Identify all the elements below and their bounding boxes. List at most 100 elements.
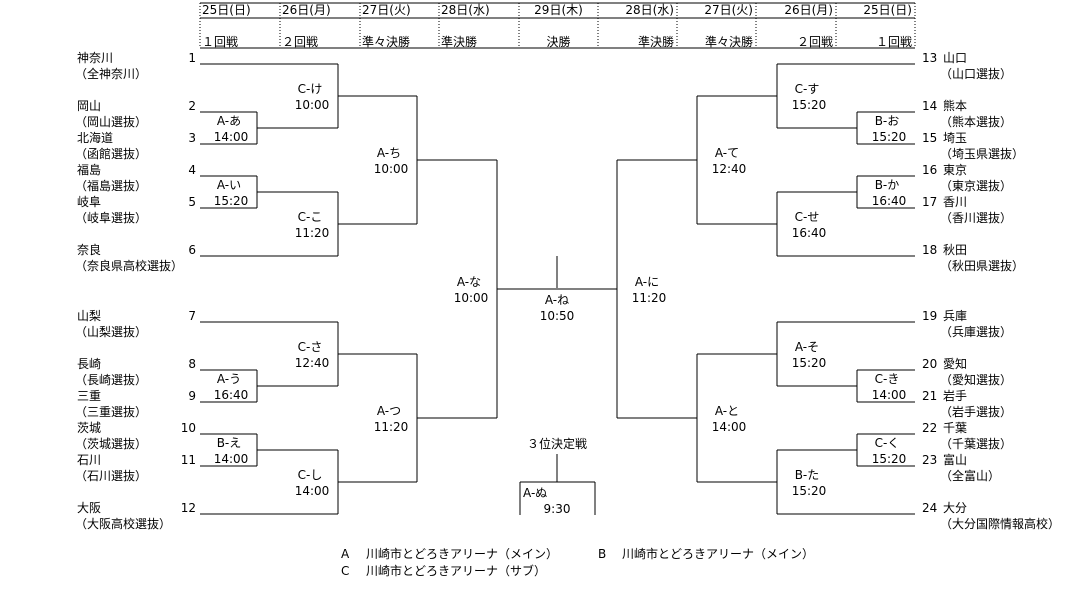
team-name: 秋田 bbox=[943, 243, 967, 257]
match-code: A-に bbox=[635, 275, 659, 289]
header-round: １回戦 bbox=[876, 35, 912, 49]
match-code: A-そ bbox=[795, 340, 819, 354]
team-entry: 石川（石川選抜）11 bbox=[75, 453, 196, 483]
team-name: 奈良 bbox=[77, 242, 101, 257]
team-entry: 19 兵庫 （兵庫選抜） bbox=[922, 309, 1012, 339]
team-subname: （東京選抜） bbox=[940, 179, 1012, 193]
match-code: B-お bbox=[875, 114, 900, 128]
team-subname: （埼玉県選抜） bbox=[940, 147, 1024, 161]
team-subname: （秋田県選抜） bbox=[940, 259, 1024, 273]
third-place-label: ３位決定戦 bbox=[527, 436, 587, 451]
team-name: 兵庫 bbox=[943, 309, 967, 323]
team-entry: 長崎（長崎選抜）8 bbox=[75, 357, 196, 387]
third-place-match-time: 9:30 bbox=[544, 502, 571, 516]
team-entry: 大阪（大阪高校選抜）12 bbox=[75, 501, 196, 531]
team-seed-number: 17 bbox=[922, 195, 937, 209]
team-entry: 16 東京 （東京選抜） bbox=[922, 163, 1012, 193]
match-time: 10:00 bbox=[374, 162, 409, 176]
match-time: 16:40 bbox=[214, 388, 249, 402]
team-seed-number: 16 bbox=[922, 163, 937, 177]
team-name: 大分 bbox=[943, 501, 967, 515]
team-seed-number: 18 bbox=[922, 243, 937, 257]
team-name: 埼玉 bbox=[943, 131, 967, 145]
team-subname: （兵庫選抜） bbox=[940, 325, 1012, 339]
match-code: C-こ bbox=[298, 210, 323, 224]
team-seed-number: 4 bbox=[188, 163, 196, 177]
team-name: 神奈川 bbox=[77, 51, 113, 65]
match-time: 14:00 bbox=[214, 130, 249, 144]
match-code: C-く bbox=[875, 436, 900, 450]
header-date: 28日(水) bbox=[625, 3, 674, 17]
team-seed-number: 8 bbox=[188, 357, 196, 371]
team-seed-number: 12 bbox=[181, 501, 196, 515]
match-time: 15:20 bbox=[872, 452, 907, 466]
team-seed-number: 11 bbox=[181, 453, 196, 467]
team-entry: 岐阜（岐阜選抜）5 bbox=[75, 195, 196, 225]
team-name: 山梨 bbox=[77, 309, 101, 323]
match-time: 11:20 bbox=[632, 291, 667, 305]
team-subname: （福島選抜） bbox=[75, 178, 147, 193]
match-code: C-す bbox=[795, 82, 820, 96]
team-entry: 福島（福島選抜）4 bbox=[75, 162, 196, 193]
header-round: １回戦 bbox=[202, 35, 238, 49]
team-seed-number: 22 bbox=[922, 421, 937, 435]
match-code: B-か bbox=[875, 178, 900, 192]
team-name: 東京 bbox=[943, 163, 967, 177]
team-entry: 18 秋田 （秋田県選抜） bbox=[922, 243, 1024, 273]
header-round: 準決勝 bbox=[638, 34, 674, 49]
match-code: A-と bbox=[715, 404, 739, 418]
match-time: 11:20 bbox=[374, 420, 409, 434]
legend-venue: 川崎市とどろきアリーナ（メイン） bbox=[366, 546, 558, 561]
team-seed-number: 19 bbox=[922, 309, 937, 323]
match-time: 10:00 bbox=[295, 98, 330, 112]
team-seed-number: 23 bbox=[922, 453, 937, 467]
team-entry: 15 埼玉 （埼玉県選抜） bbox=[922, 131, 1024, 161]
header-date: 26日(月) bbox=[784, 3, 833, 17]
match-time: 15:20 bbox=[214, 194, 249, 208]
match-time: 16:40 bbox=[872, 194, 907, 208]
team-name: 茨城 bbox=[77, 421, 101, 435]
team-name: 岩手 bbox=[943, 388, 967, 403]
match-time: 14:00 bbox=[712, 420, 747, 434]
team-name: 山口 bbox=[943, 51, 967, 65]
team-subname: （香川選抜） bbox=[940, 211, 1012, 225]
final-match-code: A-ね bbox=[545, 293, 569, 307]
team-seed-number: 1 bbox=[188, 51, 196, 65]
final-match-time: 10:50 bbox=[540, 309, 575, 323]
team-seed-number: 6 bbox=[188, 243, 196, 257]
team-name: 長崎 bbox=[77, 357, 101, 371]
match-code: A-つ bbox=[377, 404, 401, 418]
header-round: 決勝 bbox=[546, 34, 570, 49]
legend-key: B bbox=[598, 547, 606, 561]
team-subname: （茨城選抜） bbox=[75, 437, 147, 451]
team-entry: 三重（三重選抜）9 bbox=[75, 389, 196, 419]
match-code: C-さ bbox=[298, 340, 323, 354]
team-subname: （全富山） bbox=[940, 468, 1000, 483]
match-code: A-い bbox=[217, 178, 241, 192]
team-seed-number: 7 bbox=[188, 309, 196, 323]
team-seed-number: 15 bbox=[922, 131, 937, 145]
header-round: 準々決勝 bbox=[362, 34, 410, 49]
team-entry: 茨城（茨城選抜）10 bbox=[75, 421, 196, 451]
team-subname: （奈良県高校選抜） bbox=[75, 258, 183, 273]
match-time: 15:20 bbox=[792, 484, 827, 498]
match-time: 14:00 bbox=[872, 388, 907, 402]
header-round: 準々決勝 bbox=[705, 34, 753, 49]
team-subname: （熊本選抜） bbox=[940, 114, 1012, 129]
team-subname: （函館選抜） bbox=[75, 146, 147, 161]
team-entry: 北海道（函館選抜）3 bbox=[75, 130, 196, 161]
team-subname: （岡山選抜） bbox=[75, 115, 147, 129]
match-code: C-き bbox=[875, 372, 900, 386]
header-round: 準決勝 bbox=[441, 34, 477, 49]
header-round: ２回戦 bbox=[797, 35, 833, 49]
match-time: 15:20 bbox=[872, 130, 907, 144]
team-name: 千葉 bbox=[943, 421, 967, 435]
